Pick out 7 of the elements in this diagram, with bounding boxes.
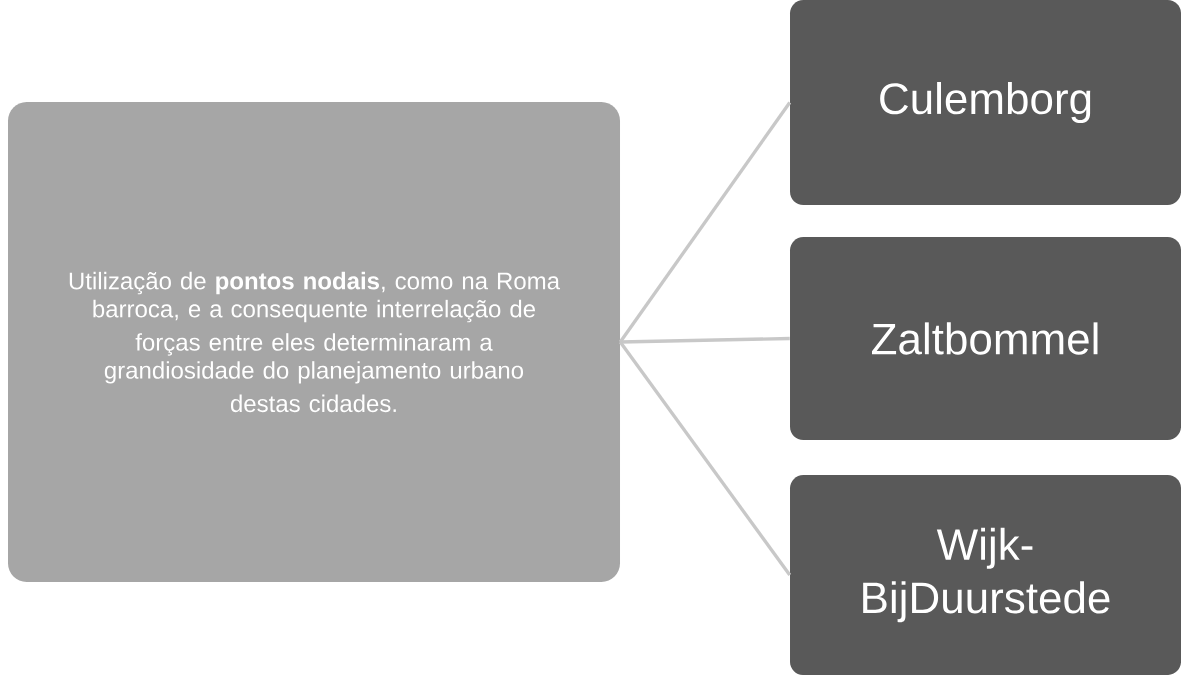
text-box: Culemborg (790, 0, 1181, 205)
text-box: Wijk-BijDuurstede (790, 475, 1181, 675)
text-box: Zaltbommel (790, 237, 1181, 440)
connector-line (618, 101, 792, 343)
connector-line (618, 341, 792, 576)
connector-line (620, 336, 790, 344)
text-box: Utilização de pontos nodais, como na Roma barroca, e a consequente interrelação de forças entre eles determinaram a grandiosidade do planejamento urbano destas cidades. (8, 102, 620, 582)
